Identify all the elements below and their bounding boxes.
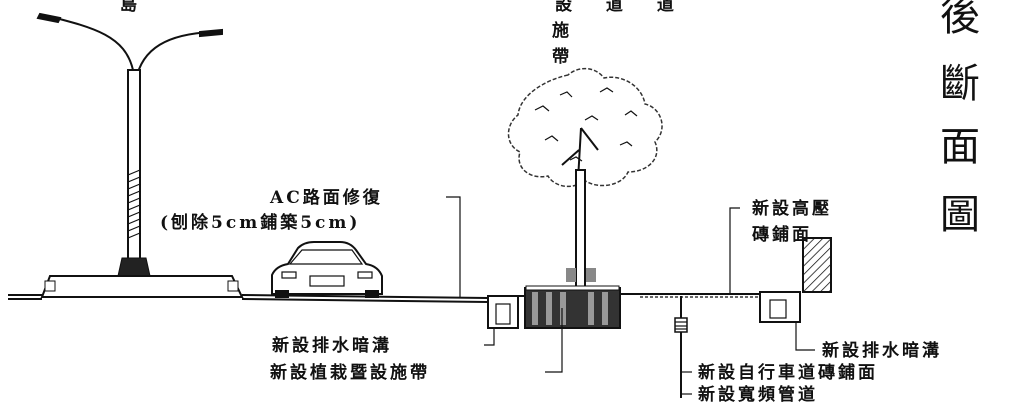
car <box>271 241 383 298</box>
broadband-conduit <box>674 296 688 398</box>
leader-ac-repair <box>446 196 461 298</box>
leader-drain-right <box>795 322 815 351</box>
leader-drain-left <box>484 328 495 346</box>
tree-root-right <box>586 268 596 282</box>
center-vertical-char-1: 施 <box>552 20 569 41</box>
lamp-head-left <box>36 12 62 24</box>
tree-root-left <box>566 268 576 282</box>
title-char-3: 面 <box>940 124 980 170</box>
drain-left-box <box>487 295 519 329</box>
callout-broadband-conduit: 新設寬頻管道 <box>698 384 818 404</box>
drain-right-inner <box>769 299 787 319</box>
car-wheel-right <box>365 290 379 298</box>
top-left-fragment: 島 <box>120 0 140 15</box>
planting-strip-stripe-2 <box>546 292 552 325</box>
lamp-base <box>117 257 151 277</box>
conduit-box <box>674 317 688 333</box>
planting-strip-stripe-4 <box>588 292 594 325</box>
leader-lines <box>446 196 815 395</box>
lamp-pole-banding <box>127 169 141 239</box>
callout-planting-strip: 新設植栽暨設施帶 <box>270 362 430 383</box>
car-headlight-left <box>281 271 297 279</box>
callout-bike-lane-paving: 新設自行車道磚鋪面 <box>698 362 878 383</box>
callout-ac-repair-line2: (刨除5cm鋪築5cm) <box>160 212 360 233</box>
planting-strip <box>524 285 621 329</box>
planting-strip-stripe-1 <box>532 292 538 325</box>
car-body <box>271 241 383 295</box>
car-headlight-right <box>357 271 373 279</box>
callout-ac-repair-line1: AC路面修復 <box>269 187 383 208</box>
planting-strip-stripe-5 <box>602 292 608 325</box>
lamp-arm-right <box>135 31 213 81</box>
leader-high-pressure <box>729 207 740 294</box>
median-curb-right <box>227 280 239 292</box>
center-vertical-char-2: 帶 <box>552 46 569 67</box>
car-grille <box>309 275 345 287</box>
title-char-4: 圖 <box>940 192 980 238</box>
tree-trunk <box>575 169 586 289</box>
median-curb-left <box>44 280 56 292</box>
tree-canopy <box>507 67 663 188</box>
leader-planting <box>545 308 563 373</box>
title-char-1: 後 <box>940 0 980 40</box>
callout-high-pressure-line2: 磚鋪面 <box>752 224 812 245</box>
street-lamp <box>36 12 244 298</box>
top-center-fragment: 設 道 道 <box>555 0 688 15</box>
lamp-head-right <box>199 28 223 38</box>
hatched-wall <box>802 237 832 293</box>
callout-drain-left: 新設排水暗溝 <box>272 335 392 356</box>
median-island <box>40 275 244 298</box>
title-char-2: 斷 <box>940 61 980 107</box>
drain-right-box <box>759 291 801 323</box>
lamp-pole <box>127 69 141 261</box>
tree-canopy-texture <box>534 87 638 162</box>
drain-right <box>759 291 801 323</box>
callout-drain-right: 新設排水暗溝 <box>822 340 942 361</box>
planting-strip-stripe-3 <box>560 292 566 325</box>
car-wheel-left <box>275 290 289 298</box>
tree <box>507 67 663 289</box>
callout-high-pressure-line1: 新設高壓 <box>752 198 832 219</box>
planting-strip-edge <box>525 285 620 291</box>
car-windshield <box>288 249 364 265</box>
right-vertical-title: 後 斷 面 圖 <box>940 0 980 238</box>
lamp-arm-left <box>47 15 134 71</box>
drain-left-inner <box>495 303 511 325</box>
drain-left <box>487 295 519 329</box>
